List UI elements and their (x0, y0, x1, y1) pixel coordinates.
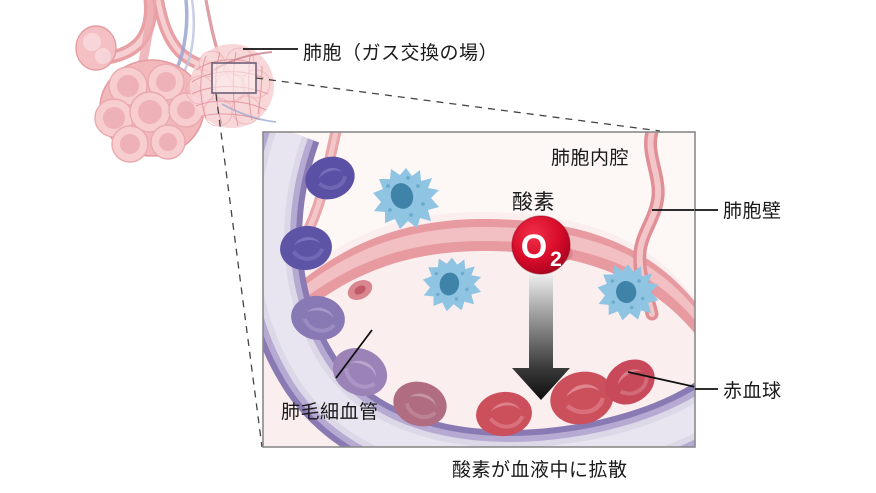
label-pulmonary-capillary: 肺毛細血管 (281, 402, 379, 423)
oxygen-symbol-text: O (521, 228, 547, 266)
leader-line-rbc-inner (627, 371, 695, 388)
inset-panel-content (263, 132, 695, 447)
selection-box (211, 62, 257, 94)
caption-oxygen-diffusion: 酸素が血液中に拡散 (452, 460, 628, 481)
pulmonary-capillary (263, 132, 695, 447)
oxygen-diffusion-arrow (512, 272, 570, 400)
macrophage-cells (373, 168, 659, 321)
lung-tree-illustration (75, 0, 277, 163)
label-alveolar-lumen: 肺胞内腔 (551, 148, 630, 169)
label-oxygen: 酸素 (512, 191, 555, 214)
leader-line-capillary-inner (335, 329, 373, 379)
oxygen-badge: O 2 (511, 215, 571, 275)
label-alveolar-wall: 肺胞壁 (723, 201, 782, 222)
oxygen-subscript-text: 2 (550, 248, 562, 271)
label-red-blood-cell: 赤血球 (723, 381, 782, 402)
zoom-connector-lines (215, 77, 661, 448)
blood-cells (280, 156, 655, 437)
inset-panel-border (262, 131, 696, 448)
label-alveolus: 肺胞（ガス交換の場） (303, 43, 499, 64)
